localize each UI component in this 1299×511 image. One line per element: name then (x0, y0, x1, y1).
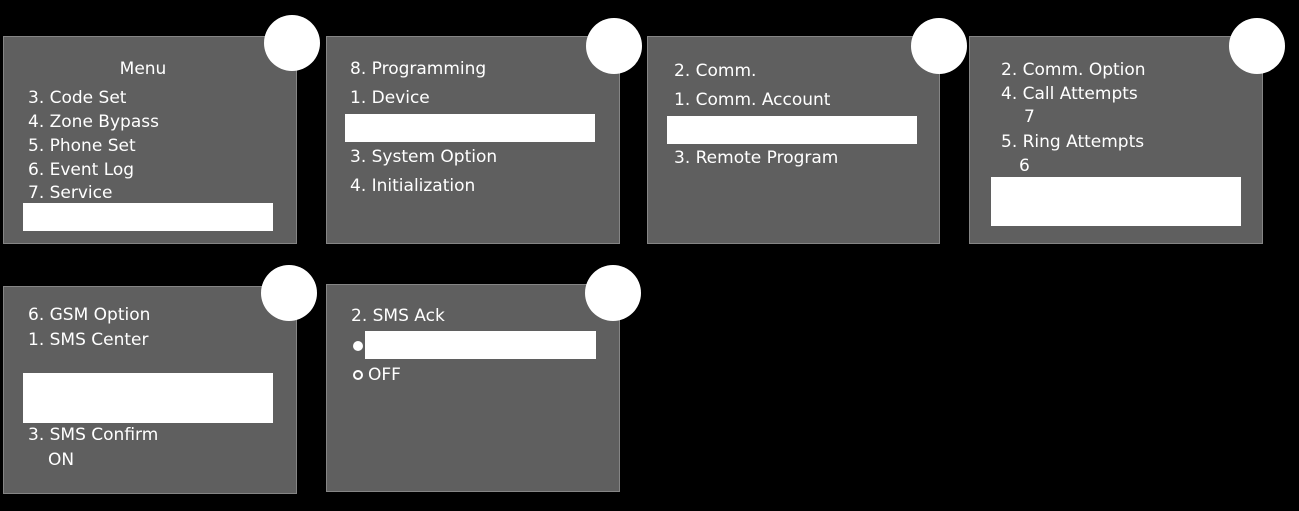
menu-item-sms-confirm[interactable]: 3. SMS Confirm (28, 425, 159, 445)
step-marker-circle (586, 18, 642, 74)
screen-comm-option: 2. Comm. Option 4. Call Attempts 7 5. Ri… (969, 36, 1263, 244)
ring-attempts-value: 6 (1019, 156, 1030, 176)
step-marker-circle (1229, 18, 1285, 74)
screen-title: Menu (119, 59, 167, 79)
step-marker-circle (264, 15, 320, 71)
option-off-label[interactable]: OFF (368, 365, 401, 385)
menu-item-remote-program[interactable]: 3. Remote Program (674, 148, 839, 168)
menu-item-phone-set[interactable]: 5. Phone Set (28, 136, 136, 156)
screen-programming: 8. Programming 1. Device 3. System Optio… (326, 36, 620, 244)
screen-comm: 2. Comm. 1. Comm. Account 3. Remote Prog… (647, 36, 940, 244)
step-marker-circle (911, 18, 967, 74)
menu-item-event-log[interactable]: 6. Event Log (28, 160, 135, 180)
selection-highlight-bar[interactable] (365, 331, 596, 359)
menu-item-zone-bypass[interactable]: 4. Zone Bypass (28, 112, 159, 132)
screen-gsm-option: 6. GSM Option 1. SMS Center 3. SMS Confi… (3, 286, 297, 494)
screen-title: 2. Comm. Option (1001, 60, 1146, 80)
step-marker-circle (585, 265, 641, 321)
menu-item-initialization[interactable]: 4. Initialization (350, 176, 476, 196)
selection-highlight-bar[interactable] (23, 373, 273, 423)
screen-menu: Menu 3. Code Set 4. Zone Bypass 5. Phone… (3, 36, 297, 244)
screen-title: 2. SMS Ack (351, 306, 445, 326)
menu-item-system-option[interactable]: 3. System Option (350, 147, 498, 167)
screen-title: 2. Comm. (674, 61, 757, 81)
screen-title: 8. Programming (350, 59, 487, 79)
screen-sms-ack: 2. SMS Ack OFF (326, 284, 620, 492)
menu-item-service[interactable]: 7. Service (28, 183, 113, 203)
sms-confirm-value: ON (48, 450, 75, 470)
menu-item-code-set[interactable]: 3. Code Set (28, 88, 127, 108)
selection-highlight-bar[interactable] (667, 116, 917, 144)
call-attempts-value: 7 (1024, 107, 1035, 127)
step-marker-circle (261, 265, 317, 321)
menu-item-ring-attempts[interactable]: 5. Ring Attempts (1001, 132, 1145, 152)
selection-highlight-bar[interactable] (23, 203, 273, 231)
selection-highlight-bar[interactable] (345, 114, 595, 142)
radio-selected-icon[interactable] (353, 341, 363, 351)
selection-highlight-bar[interactable] (991, 177, 1241, 226)
menu-item-call-attempts[interactable]: 4. Call Attempts (1001, 84, 1138, 104)
menu-item-device[interactable]: 1. Device (350, 88, 430, 108)
radio-unselected-icon[interactable] (353, 370, 363, 380)
menu-item-sms-center[interactable]: 1. SMS Center (28, 330, 149, 350)
menu-item-comm-account[interactable]: 1. Comm. Account (674, 90, 831, 110)
screen-title: 6. GSM Option (28, 305, 151, 325)
